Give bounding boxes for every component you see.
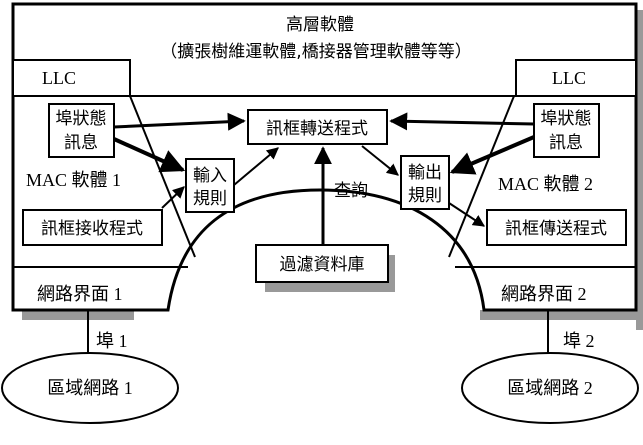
mac-left-boundary bbox=[129, 95, 196, 258]
frame-shadow bbox=[22, 10, 643, 330]
port-state-right-box bbox=[533, 103, 600, 158]
input-rules-box bbox=[185, 158, 235, 213]
frame-forwarding-box bbox=[247, 109, 388, 145]
mac-right-label: MAC 軟體 2 bbox=[498, 174, 593, 194]
port-state-left-line2: 訊息 bbox=[64, 133, 98, 153]
llc-right-label: LLC bbox=[552, 68, 586, 88]
lan-left-ellipse bbox=[1, 352, 179, 424]
upper-layer-title: 高層軟體 bbox=[286, 15, 354, 35]
nic-left-label: 網路界面 1 bbox=[37, 284, 123, 304]
output-rules-box bbox=[400, 155, 450, 210]
filter-database-label: 過濾資料庫 bbox=[280, 255, 365, 275]
arrow-receive-to-input-rules bbox=[161, 186, 185, 209]
arrow-port-state-right-to-forwarding bbox=[389, 112, 535, 131]
frame-transmit-box bbox=[486, 209, 627, 246]
frame-receive-box bbox=[22, 209, 163, 246]
input-rules-line2: 規則 bbox=[193, 189, 227, 209]
arrow-output-rules-to-transmit bbox=[448, 202, 486, 227]
arrow-input-rules-to-forwarding bbox=[233, 147, 279, 186]
lan-right-ellipse bbox=[461, 352, 639, 424]
arrow-port-state-right-to-output-rules bbox=[449, 135, 535, 175]
mac-left-label: MAC 軟體 1 bbox=[26, 170, 121, 190]
arrow-port-state-left-to-input-rules bbox=[113, 137, 186, 173]
llc-right-box bbox=[515, 59, 637, 97]
output-rules-line1: 輸出 bbox=[408, 163, 442, 183]
frame-forwarding-label: 訊框轉送程式 bbox=[266, 119, 368, 139]
port-state-right-line1: 埠狀態 bbox=[541, 109, 592, 129]
lan-right-label: 區域網路 2 bbox=[507, 378, 593, 398]
port-left-label: 埠 1 bbox=[96, 331, 128, 351]
frame-transmit-label: 訊框傳送程式 bbox=[505, 219, 607, 239]
upper-layer-subtitle: （擴張樹維運軟體,橋接器管理軟體等等） bbox=[160, 42, 471, 62]
arrow-port-state-left-to-forwarding bbox=[113, 112, 246, 131]
llc-left-box bbox=[12, 59, 131, 97]
frame-receive-label: 訊框接收程式 bbox=[41, 219, 143, 239]
nic-right-label: 網路界面 2 bbox=[501, 284, 587, 304]
lan-left-label: 區域網路 1 bbox=[47, 378, 133, 398]
llc-left-label: LLC bbox=[42, 68, 76, 88]
query-label: 查詢 bbox=[334, 181, 368, 201]
input-rules-line1: 輸入 bbox=[193, 166, 227, 186]
port-right-label: 埠 2 bbox=[563, 331, 595, 351]
port-state-right-line2: 訊息 bbox=[549, 133, 583, 153]
output-rules-line2: 規則 bbox=[408, 186, 442, 206]
port-state-left-line1: 埠狀態 bbox=[56, 109, 107, 129]
port-state-left-box bbox=[48, 103, 115, 158]
arrows bbox=[113, 112, 535, 245]
arrow-forwarding-to-output-rules bbox=[361, 145, 399, 176]
